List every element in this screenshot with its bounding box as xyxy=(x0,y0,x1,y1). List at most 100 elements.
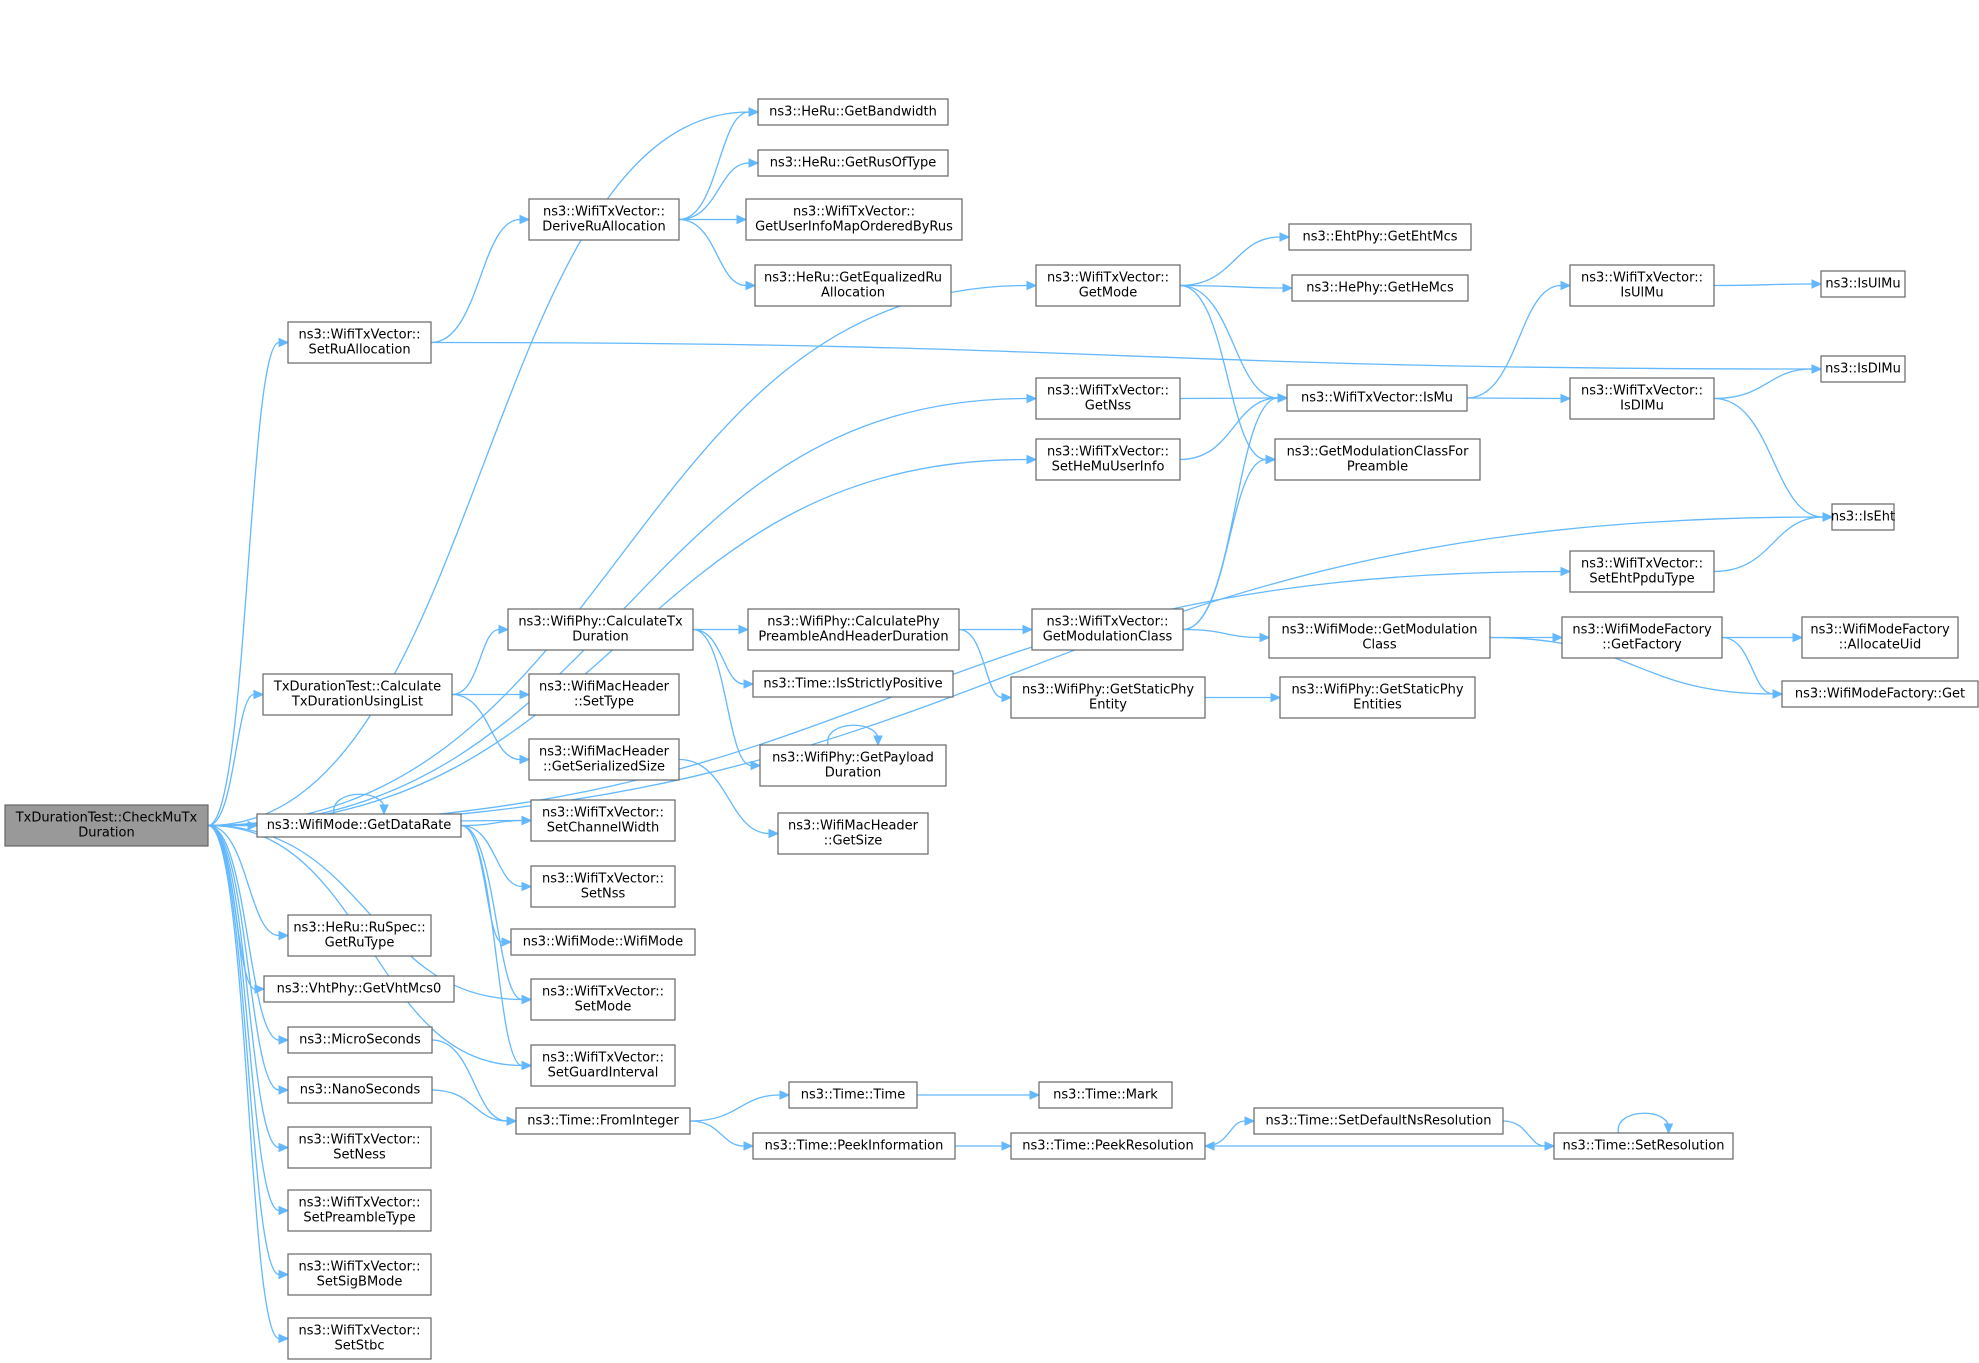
node-setNess[interactable]: ns3::WifiTxVector::SetNess xyxy=(287,1126,432,1169)
arrowhead xyxy=(278,1085,290,1095)
node-deriveRu[interactable]: ns3::WifiTxVector::DeriveRuAllocation xyxy=(528,198,680,241)
node-getEhtMcs[interactable]: ns3::EhtPhy::GetEhtMcs xyxy=(1288,223,1472,251)
node-label: ns3::Time::PeekInformation xyxy=(765,1139,944,1154)
node-fromInteger[interactable]: ns3::Time::FromInteger xyxy=(515,1107,691,1135)
node-setHeMuUserInfo[interactable]: ns3::WifiTxVector::SetHeMuUserInfo xyxy=(1035,438,1181,481)
node-isUlMuV[interactable]: ns3::WifiTxVector::IsUlMu xyxy=(1569,264,1715,307)
node-setMode[interactable]: ns3::WifiTxVector::SetMode xyxy=(530,978,676,1021)
node-isMu[interactable]: ns3::WifiTxVector::IsMu xyxy=(1286,384,1468,412)
edge-line xyxy=(207,341,280,827)
node-wmfGet[interactable]: ns3::WifiModeFactory::Get xyxy=(1781,680,1979,708)
node-getHeMcs[interactable]: ns3::HePhy::GetHeMcs xyxy=(1291,274,1469,302)
node-setDefNsRes[interactable]: ns3::Time::SetDefaultNsResolution xyxy=(1253,1107,1504,1135)
edge-line xyxy=(1617,1112,1670,1134)
edge-calcTxList-to-macSetType xyxy=(451,689,531,700)
node-getRusOfType[interactable]: ns3::HeRu::GetRusOfType xyxy=(757,149,949,177)
edge-getDataRate-to-setNss xyxy=(460,824,533,892)
node-calcPhyPre[interactable]: ns3::WifiPhy::CalculatePhyPreambleAndHea… xyxy=(747,608,960,651)
node-setStbc[interactable]: ns3::WifiTxVector::SetStbc xyxy=(287,1317,432,1360)
node-setRuAlloc[interactable]: ns3::WifiTxVector::SetRuAllocation xyxy=(287,321,432,364)
node-box xyxy=(745,198,963,241)
edge-line xyxy=(1179,284,1267,461)
edge-calcTxDur-to-getPayloadDur xyxy=(692,628,762,771)
node-label: GetModulationClass xyxy=(1043,630,1173,645)
node-setChanWidth[interactable]: ns3::WifiTxVector::SetChannelWidth xyxy=(530,799,676,842)
node-macSetType[interactable]: ns3::WifiMacHeader::SetType xyxy=(528,673,680,716)
node-setSigB[interactable]: ns3::WifiTxVector::SetSigBMode xyxy=(287,1253,432,1296)
arrowhead xyxy=(1026,280,1038,291)
edge-getMode-to-getHeMcs xyxy=(1179,283,1294,293)
edge-calcTxDur-to-calcPhyPre xyxy=(692,624,750,635)
node-peekRes[interactable]: ns3::Time::PeekResolution xyxy=(1010,1132,1206,1160)
node-label: ns3::WifiTxVector:: xyxy=(298,328,420,343)
node-getDataRate[interactable]: ns3::WifiMode::GetDataRate xyxy=(256,813,462,838)
node-setNss[interactable]: ns3::WifiTxVector::SetNss xyxy=(530,865,676,908)
edge-deriveRu-to-getEqualizedRu xyxy=(678,218,757,291)
node-box xyxy=(263,975,455,1003)
node-label: SetGuardInterval xyxy=(548,1066,659,1081)
node-box xyxy=(1038,1081,1173,1109)
node-box xyxy=(1820,270,1906,298)
node-getRuType[interactable]: ns3::HeRu::RuSpec::GetRuType xyxy=(287,914,432,957)
node-wmfAllocateUid[interactable]: ns3::WifiModeFactory::AllocateUid xyxy=(1801,616,1959,659)
arrowhead xyxy=(278,1142,290,1153)
node-box xyxy=(747,608,960,651)
node-nanoSeconds[interactable]: ns3::NanoSeconds xyxy=(287,1076,433,1104)
arrowhead xyxy=(253,689,265,700)
node-timeMark[interactable]: ns3::Time::Mark xyxy=(1038,1081,1173,1109)
node-setEhtPpdu[interactable]: ns3::WifiTxVector::SetEhtPpduType xyxy=(1569,550,1715,593)
arrowhead xyxy=(1203,1141,1215,1151)
edge-getModClass-to-getModClassPreamble xyxy=(1182,454,1277,631)
node-label: ns3::WifiTxVector:: xyxy=(1581,271,1703,286)
node-getMode[interactable]: ns3::WifiTxVector::GetMode xyxy=(1035,264,1181,307)
edge-nanoSeconds-to-fromInteger xyxy=(431,1089,518,1126)
node-box xyxy=(1010,676,1206,719)
edge-line xyxy=(1182,397,1279,631)
node-wifiModeCtor[interactable]: ns3::WifiMode::WifiMode xyxy=(510,928,696,956)
edge-line xyxy=(1179,397,1279,461)
node-macGetSerSize[interactable]: ns3::WifiMacHeader::GetSerializedSize xyxy=(528,738,680,781)
node-setGuardInt[interactable]: ns3::WifiTxVector::SetGuardInterval xyxy=(530,1044,676,1087)
node-getUserInfoMap[interactable]: ns3::WifiTxVector::GetUserInfoMapOrdered… xyxy=(745,198,963,241)
node-isUlMu[interactable]: ns3::IsUlMu xyxy=(1820,270,1906,298)
node-isEht[interactable]: ns3::IsEht xyxy=(1831,503,1895,531)
edge-line xyxy=(827,724,879,746)
node-label: ns3::WifiMacHeader xyxy=(539,680,670,695)
node-box xyxy=(752,1132,956,1160)
edge-line xyxy=(1713,283,1813,287)
edge-root-to-setSigB xyxy=(207,824,290,1280)
node-box xyxy=(287,1076,433,1104)
node-isDlMuV[interactable]: ns3::WifiTxVector::IsDlMu xyxy=(1569,377,1715,420)
edge-line xyxy=(207,824,280,937)
node-box xyxy=(1569,377,1715,420)
node-isDlMu[interactable]: ns3::IsDlMu xyxy=(1820,355,1906,383)
arrowhead xyxy=(1244,1116,1256,1126)
node-wmfGetFactory[interactable]: ns3::WifiModeFactory::GetFactory xyxy=(1561,616,1723,659)
node-label: SetStbc xyxy=(334,1339,384,1354)
node-setRes[interactable]: ns3::Time::SetResolution xyxy=(1553,1132,1734,1160)
node-label: Preamble xyxy=(1347,460,1408,475)
node-box xyxy=(530,799,676,842)
node-getBandwidth[interactable]: ns3::HeRu::GetBandwidth xyxy=(757,98,949,126)
node-getNss[interactable]: ns3::WifiTxVector::GetNss xyxy=(1035,377,1181,420)
node-peekInfo[interactable]: ns3::Time::PeekInformation xyxy=(752,1132,956,1160)
node-wmGetModClass[interactable]: ns3::WifiMode::GetModulationClass xyxy=(1268,616,1491,659)
edge-line xyxy=(1466,397,1562,400)
node-timeCtor[interactable]: ns3::Time::Time xyxy=(788,1081,918,1109)
node-macGetSize[interactable]: ns3::WifiMacHeader::GetSize xyxy=(777,812,929,855)
node-isStrictlyPos[interactable]: ns3::Time::IsStrictlyPositive xyxy=(752,670,954,698)
node-setPreamble[interactable]: ns3::WifiTxVector::SetPreambleType xyxy=(287,1189,432,1232)
node-calcTxList[interactable]: TxDurationTest::CalculateTxDurationUsing… xyxy=(262,673,453,716)
node-microSeconds[interactable]: ns3::MicroSeconds xyxy=(287,1026,433,1054)
node-label: IsDlMu xyxy=(1620,399,1664,414)
node-getVhtMcs0[interactable]: ns3::VhtPhy::GetVhtMcs0 xyxy=(263,975,455,1003)
node-label: IsUlMu xyxy=(1620,286,1663,301)
node-getModClass[interactable]: ns3::WifiTxVector::GetModulationClass xyxy=(1031,608,1184,651)
